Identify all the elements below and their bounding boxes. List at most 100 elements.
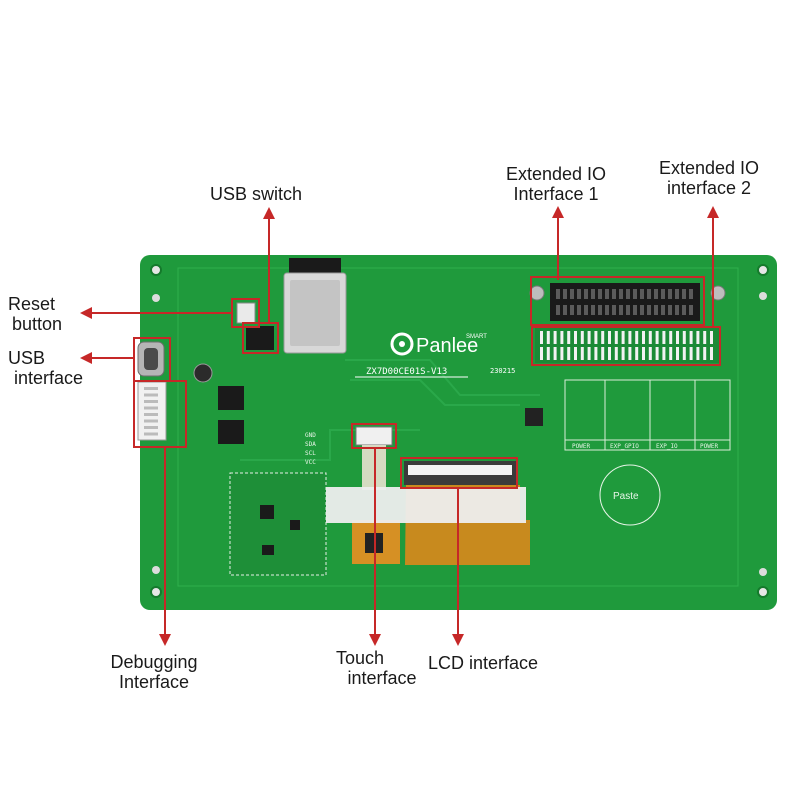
header-1-pin <box>619 305 623 315</box>
header-1-pin <box>661 289 665 299</box>
header-2-pin <box>574 331 577 344</box>
header-2-pin <box>642 347 645 360</box>
header-2-pin <box>560 331 564 344</box>
label-lcd-interface: LCD interface <box>428 653 538 673</box>
label-reset-line1: Reset <box>8 294 56 314</box>
header-1-pin <box>647 289 651 299</box>
header-1-pin <box>626 305 630 315</box>
header-1-pin <box>619 289 623 299</box>
callout-lines <box>80 206 719 646</box>
silk-vcc: VCC <box>305 459 316 466</box>
label-ext-io-2-line2: interface 2 <box>666 178 752 198</box>
header-2-pin <box>642 331 645 344</box>
header-2-pin <box>676 347 679 360</box>
label-usb-line2: interface <box>14 368 84 388</box>
label-reset-button: Reset button <box>8 294 62 334</box>
debug-pin <box>144 400 158 403</box>
header-2-pin <box>635 331 639 344</box>
table-footer-1: POWER <box>572 443 590 450</box>
header-2-pin <box>648 347 652 360</box>
regulator-1 <box>218 386 244 410</box>
wifi-module <box>283 258 347 354</box>
header-2-pin <box>682 347 686 360</box>
header-2-pin <box>696 331 700 344</box>
header-1-pin <box>570 289 574 299</box>
header-2-pin <box>669 331 673 344</box>
header-2-pin <box>546 331 550 344</box>
debug-pin <box>144 432 158 436</box>
header-2-pin <box>540 331 543 344</box>
usb-switch-part <box>246 326 274 350</box>
header-1-pin <box>584 305 588 315</box>
label-ext-io-2-line1: Extended IO <box>658 158 760 178</box>
debug-pin <box>144 387 158 390</box>
label-ext-io-1: Extended IO Interface 1 <box>478 164 634 204</box>
pin-table <box>564 379 731 451</box>
debug-pin <box>144 413 158 416</box>
header-1-pin <box>661 305 665 315</box>
silk-gnd: GND <box>305 432 316 439</box>
header-1-pin <box>689 305 693 315</box>
protective-film <box>326 487 526 523</box>
label-debugging-interface: Debugging Interface <box>92 652 216 692</box>
header-2-pin <box>580 331 584 344</box>
label-ext-io-1-line1: Extended IO <box>505 164 607 184</box>
paste-circle <box>599 464 661 526</box>
header-1-pin <box>591 289 595 299</box>
silk-sda: SDA <box>305 441 316 448</box>
label-usb-switch: USB switch <box>210 184 302 204</box>
header-1-pin <box>591 305 595 315</box>
debug-pin <box>144 393 158 397</box>
header-1-pin <box>570 305 574 315</box>
component-area <box>229 472 327 576</box>
header-2-pin <box>594 347 598 360</box>
label-usb-interface: USB interface <box>8 348 83 388</box>
touch-connector <box>355 426 393 446</box>
header-1-pin <box>612 289 616 299</box>
silk-scl: SCL <box>305 450 316 457</box>
header-2-pin <box>662 347 666 360</box>
header-2-pin <box>662 331 666 344</box>
table-footer-3: EXP_IO <box>656 443 678 450</box>
header-1-pin <box>598 305 602 315</box>
header-1-pin <box>654 289 658 299</box>
header-2-pin <box>696 347 700 360</box>
header-2-pin <box>676 331 679 344</box>
brand-small: SMART <box>466 334 487 340</box>
header-2-pin <box>621 347 625 360</box>
label-ext-io-1-line2: Interface 1 <box>513 184 599 204</box>
table-footer-4: POWER <box>700 443 718 450</box>
header-2-pin <box>560 347 564 360</box>
header-2-pin <box>546 347 550 360</box>
header-1-pin <box>689 289 693 299</box>
panlee-logo <box>390 332 414 356</box>
io-header-2 <box>535 327 719 363</box>
header-2-pin <box>553 331 557 344</box>
debug-pin <box>144 426 158 429</box>
header-2-pin <box>580 347 584 360</box>
header-2-pin <box>710 331 713 344</box>
header-1-pin <box>563 289 567 299</box>
header-2-pin <box>574 347 577 360</box>
capacitor <box>193 363 213 383</box>
header-2-pin <box>540 347 543 360</box>
header-1-pin <box>556 305 560 315</box>
header-1-pin <box>675 289 679 299</box>
paste-label: Paste <box>613 491 639 502</box>
header-2-pin <box>703 347 707 360</box>
header-2-pin <box>614 331 618 344</box>
header-1-pin <box>612 305 616 315</box>
header-2-pin <box>567 331 571 344</box>
label-debug-line2: Interface <box>118 672 190 692</box>
header-1-pin <box>668 289 672 299</box>
header-2-pin <box>608 347 611 360</box>
debug-pin <box>144 406 158 410</box>
label-usb-line1: USB <box>8 348 46 368</box>
label-ext-io-2: Extended IO interface 2 <box>642 158 776 198</box>
header-2-pin <box>682 331 686 344</box>
brand-name: Panlee <box>416 335 478 357</box>
label-touch-line1: Touch <box>336 648 385 668</box>
header-2-pin <box>587 347 591 360</box>
header-2-pin <box>655 347 659 360</box>
